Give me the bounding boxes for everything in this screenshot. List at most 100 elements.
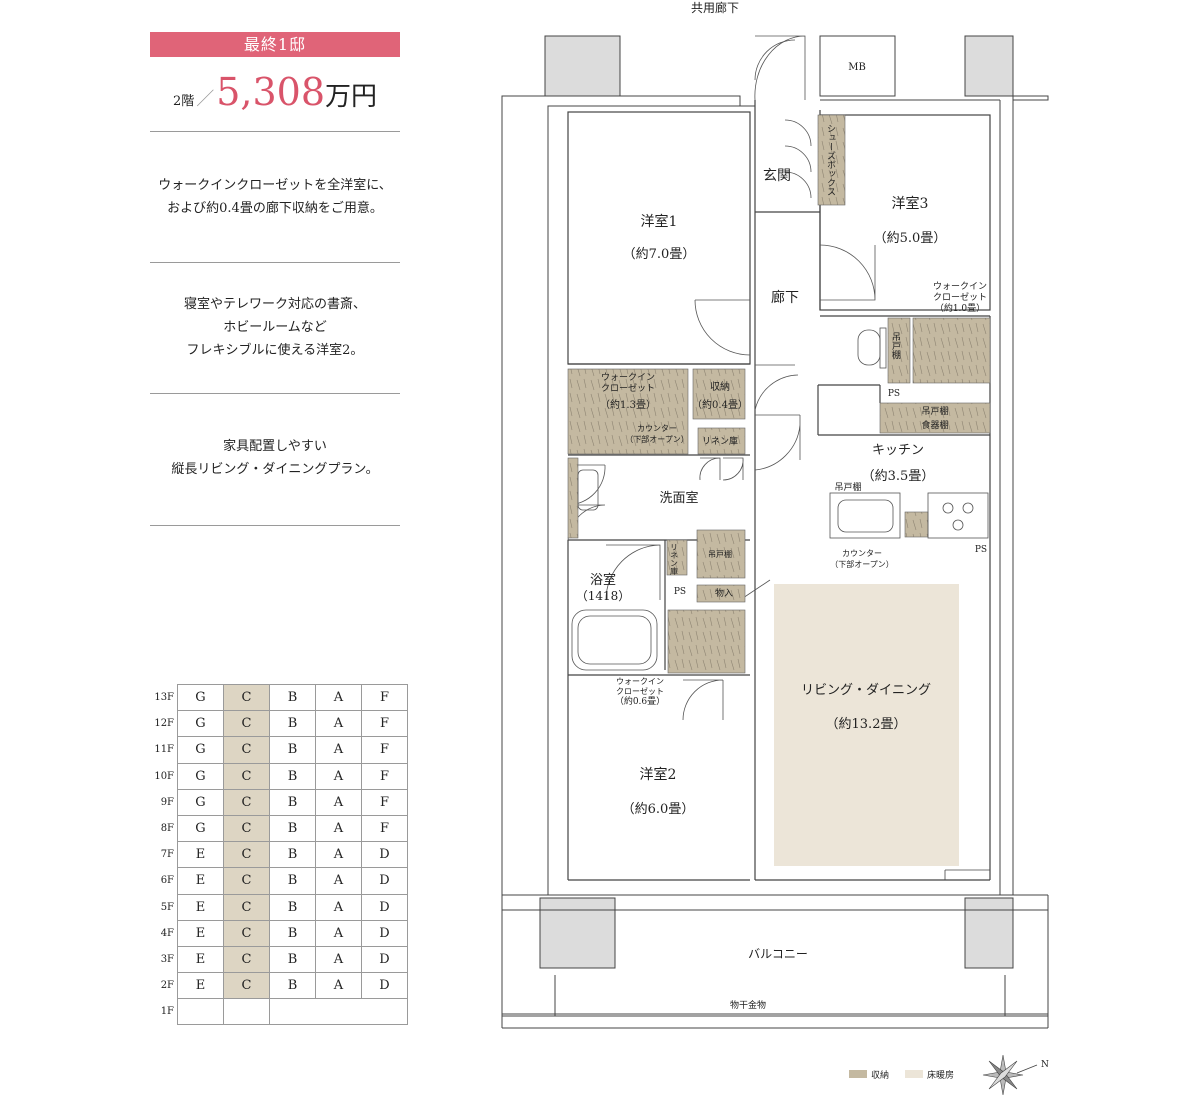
unit-cell: B bbox=[269, 762, 316, 790]
feature-line: ウォークインクローゼットを全洋室に、 bbox=[158, 178, 392, 193]
unit-cell bbox=[223, 998, 270, 1026]
floor-label: 7F bbox=[160, 849, 174, 861]
floor-label: 10F bbox=[154, 770, 174, 782]
feature-line: ホビールームなど bbox=[223, 320, 327, 335]
unit-cell: A bbox=[315, 919, 362, 947]
wic2-line3: （約0.6畳） bbox=[615, 695, 665, 707]
shoes-box-label: シューズボックス bbox=[825, 124, 836, 196]
unit-cell-selected: C bbox=[223, 945, 270, 974]
divider bbox=[150, 525, 400, 526]
room2-size: （約6.0畳） bbox=[622, 802, 695, 817]
plan-labels: 共用廊下 玄関 シューズボックス 洋室1 （約7.0畳） 洋室3 （約5.0畳）… bbox=[576, 0, 987, 1011]
feature-living: 家具配置しやすい 縦長リビング・ダイニングプラン。 bbox=[150, 435, 400, 481]
linen2-label: リネン庫 bbox=[670, 543, 679, 576]
unit-cell: B bbox=[269, 710, 316, 738]
floor-label: 4F bbox=[160, 927, 174, 939]
floor-heating-area bbox=[774, 584, 959, 866]
wic3-line2: クローゼット bbox=[933, 291, 987, 303]
unit-cell-selected: C bbox=[223, 762, 270, 790]
floor-label: 8F bbox=[160, 823, 174, 835]
counter-kitchen-line2: （下部オープン） bbox=[830, 559, 894, 569]
price-slash: ／ bbox=[196, 89, 215, 110]
price-amount: 5,308 bbox=[216, 70, 326, 114]
unit-cell: D bbox=[361, 867, 408, 895]
tsuri-wash-label: 吊戸棚 bbox=[708, 549, 732, 559]
legend-storage-label: 収納 bbox=[871, 1069, 889, 1081]
last-unit-badge: 最終1邸 bbox=[150, 32, 400, 57]
unit-cell bbox=[177, 998, 224, 1026]
floor-label: 9F bbox=[160, 796, 174, 808]
ps1-label: PS bbox=[888, 389, 900, 399]
unit-cell: D bbox=[361, 893, 408, 921]
divider bbox=[150, 131, 400, 132]
tsuri-todana-vertical: 吊戸棚 bbox=[890, 332, 901, 360]
floor-label: 12F bbox=[154, 718, 174, 730]
unit-cell: B bbox=[269, 841, 316, 869]
wic3-line3: （約1.0畳） bbox=[935, 302, 985, 314]
wic2-line2: クローゼット bbox=[616, 686, 664, 696]
wic3-line1: ウォークイン bbox=[933, 281, 987, 292]
counter-wash-line1: カウンター bbox=[637, 424, 677, 433]
unit-cell: G bbox=[177, 710, 224, 738]
legend: 収納 床暖房 bbox=[849, 1069, 954, 1081]
feature-walkin: ウォークインクローゼットを全洋室に、 および約0.4畳の廊下収納をご用意。 bbox=[150, 174, 400, 220]
unit-cell: A bbox=[315, 762, 362, 790]
floor-label: 2F bbox=[160, 980, 174, 992]
legend-floor-heating-swatch bbox=[905, 1070, 923, 1078]
unit-cell: B bbox=[269, 945, 316, 974]
storage-size: （約0.4畳） bbox=[692, 398, 748, 411]
washroom-label: 洗面室 bbox=[659, 490, 698, 506]
wic1-line1: ウォークイン bbox=[601, 372, 655, 383]
ps3-label: PS bbox=[975, 545, 987, 555]
wic1-line3: （約1.3畳） bbox=[600, 398, 656, 411]
monoire-label: 物入 bbox=[715, 587, 733, 599]
unit-cell-selected: C bbox=[223, 893, 270, 921]
room1-size: （約7.0畳） bbox=[623, 247, 696, 262]
unit-cell bbox=[269, 998, 408, 1026]
unit-cell: E bbox=[177, 841, 224, 869]
feature-room2: 寝室やテレワーク対応の書斎、 ホビールームなど フレキシブルに使える洋室2。 bbox=[150, 293, 400, 362]
unit-cell: A bbox=[315, 814, 362, 843]
unit-cell: B bbox=[269, 814, 316, 843]
compass-icon: N bbox=[982, 1054, 1049, 1096]
mb-label: MB bbox=[848, 62, 866, 73]
unit-cell: G bbox=[177, 683, 224, 712]
genkan-label: 玄関 bbox=[763, 167, 791, 184]
floor-label: 5F bbox=[160, 901, 174, 913]
unit-cell: A bbox=[315, 710, 362, 738]
living-name: リビング・ダイニング bbox=[801, 683, 931, 698]
unit-cell-selected: C bbox=[223, 972, 270, 1000]
shokki-bottom: 食器棚 bbox=[921, 419, 948, 431]
floor-row: 1F bbox=[148, 998, 408, 1026]
room3-size: （約5.0畳） bbox=[874, 231, 947, 246]
feature-line: および約0.4畳の廊下収納をご用意。 bbox=[167, 201, 383, 216]
door-swings bbox=[567, 35, 876, 721]
living-size: （約13.2畳） bbox=[826, 717, 907, 732]
storage-name: 収納 bbox=[710, 380, 730, 393]
tsuri-kitchen-label: 吊戸棚 bbox=[834, 481, 861, 493]
wic1-line2: クローゼット bbox=[601, 382, 655, 394]
unit-cell-selected: C bbox=[223, 736, 270, 764]
unit-cell-selected: C bbox=[223, 710, 270, 738]
wic2-line1: ウォークイン bbox=[616, 677, 664, 686]
unit-cell-selected: C bbox=[223, 683, 270, 712]
feature-line: 寝室やテレワーク対応の書斎、 bbox=[183, 297, 366, 312]
bath-size: （1418） bbox=[576, 589, 631, 603]
floor-label: 3F bbox=[160, 953, 174, 965]
shokki-top: 吊戸棚 bbox=[921, 405, 948, 417]
linen1-label: リネン庫 bbox=[702, 435, 738, 447]
compass-north-label: N bbox=[1041, 1060, 1049, 1070]
divider bbox=[150, 262, 400, 263]
kitchen-name: キッチン bbox=[872, 443, 924, 458]
ps2-label: PS bbox=[674, 587, 686, 597]
price-floor: 2階 bbox=[172, 94, 195, 109]
floor-label: 11F bbox=[154, 744, 174, 756]
